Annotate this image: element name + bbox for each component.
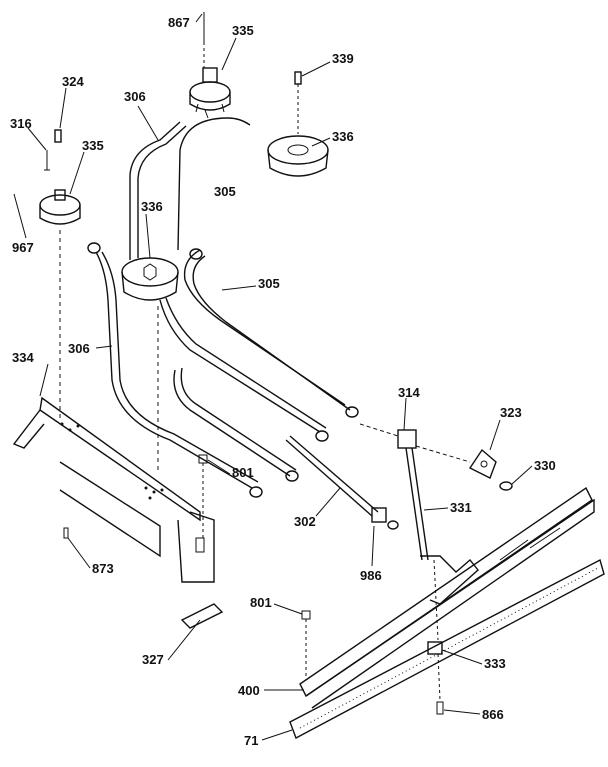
label-339: 339 (332, 51, 354, 66)
part-333 (427, 559, 443, 701)
label-327: 327 (142, 652, 164, 667)
label-323: 323 (500, 405, 522, 420)
label-330: 330 (534, 458, 556, 473)
label-331: 331 (450, 500, 472, 515)
label-334: 334 (12, 350, 34, 365)
valve-top-center (189, 12, 231, 119)
label-333: 333 (484, 656, 506, 671)
label-400: 400 (238, 683, 260, 698)
part-327 (180, 603, 224, 629)
front-rail-71 (289, 558, 605, 739)
label-986: 986 (360, 568, 382, 583)
burner-center (121, 257, 179, 470)
valve-left (39, 129, 81, 420)
label-305-top: 305 (214, 184, 236, 199)
label-867: 867 (168, 15, 190, 30)
leader-lines (13, 13, 533, 741)
label-302: 302 (294, 514, 316, 529)
label-335-top: 335 (232, 23, 254, 38)
label-324: 324 (62, 74, 84, 89)
label-801-upper: 801 (232, 465, 254, 480)
label-873: 873 (92, 561, 114, 576)
part-323 (468, 448, 513, 491)
manifold-302 (285, 435, 399, 530)
label-306-left: 306 (68, 341, 90, 356)
label-71: 71 (244, 733, 258, 748)
label-967: 967 (12, 240, 34, 255)
label-335-left: 335 (82, 138, 104, 153)
label-316: 316 (10, 116, 32, 131)
label-305-mid: 305 (258, 276, 280, 291)
small-screws (63, 454, 444, 715)
burner-top-right (267, 71, 329, 177)
valve-314 (359, 423, 471, 561)
bracket-334 (12, 396, 215, 583)
label-336-center: 336 (141, 199, 163, 214)
label-306-top: 306 (124, 89, 146, 104)
front-rail-400 (299, 486, 595, 709)
label-801-lower: 801 (250, 595, 272, 610)
part-labels: 867 335 339 324 306 336 316 335 305 336 … (10, 15, 556, 748)
label-336-right: 336 (332, 129, 354, 144)
gas-tubes (87, 117, 359, 498)
label-314: 314 (398, 385, 420, 400)
label-866: 866 (482, 707, 504, 722)
